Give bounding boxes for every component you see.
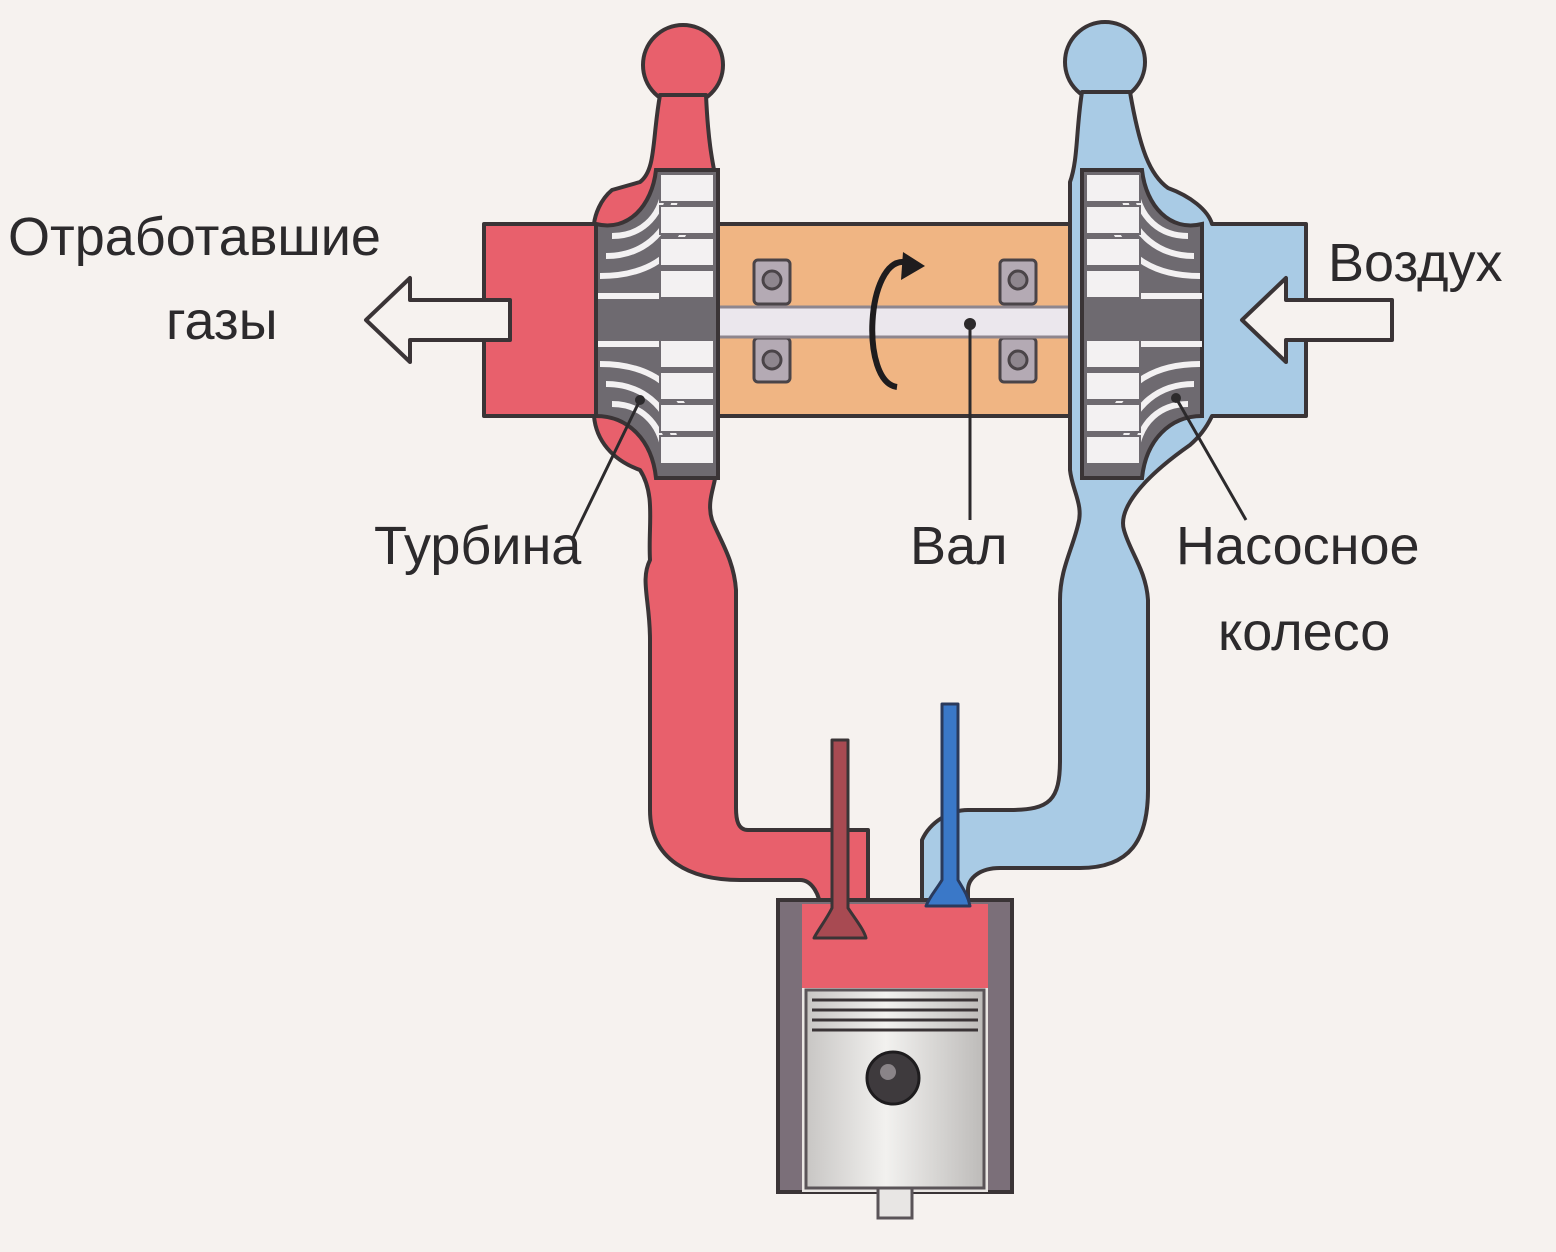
shaft-label: Вал xyxy=(910,516,1008,576)
exhaust-gases-label: Отработавшие xyxy=(8,207,381,267)
rotation-arrow-icon xyxy=(869,252,925,390)
shaft xyxy=(638,305,1142,339)
turbine-wheel xyxy=(594,168,720,480)
exhaust-arrow xyxy=(364,276,512,364)
intake-valve xyxy=(924,702,972,908)
bearing-left xyxy=(752,258,792,384)
air-arrow xyxy=(1240,276,1394,364)
exhaust-valve xyxy=(812,738,868,940)
impeller-label-line2: колесо xyxy=(1218,602,1391,662)
intake-path xyxy=(920,20,1308,910)
exhaust-gases-label-line2: газы xyxy=(166,291,278,351)
air-label: Воздух xyxy=(1328,233,1503,293)
turbine-label: Турбина xyxy=(374,516,582,576)
piston xyxy=(804,988,986,1220)
leader-lines xyxy=(570,318,1248,541)
impeller-label: Насосное xyxy=(1176,516,1420,576)
